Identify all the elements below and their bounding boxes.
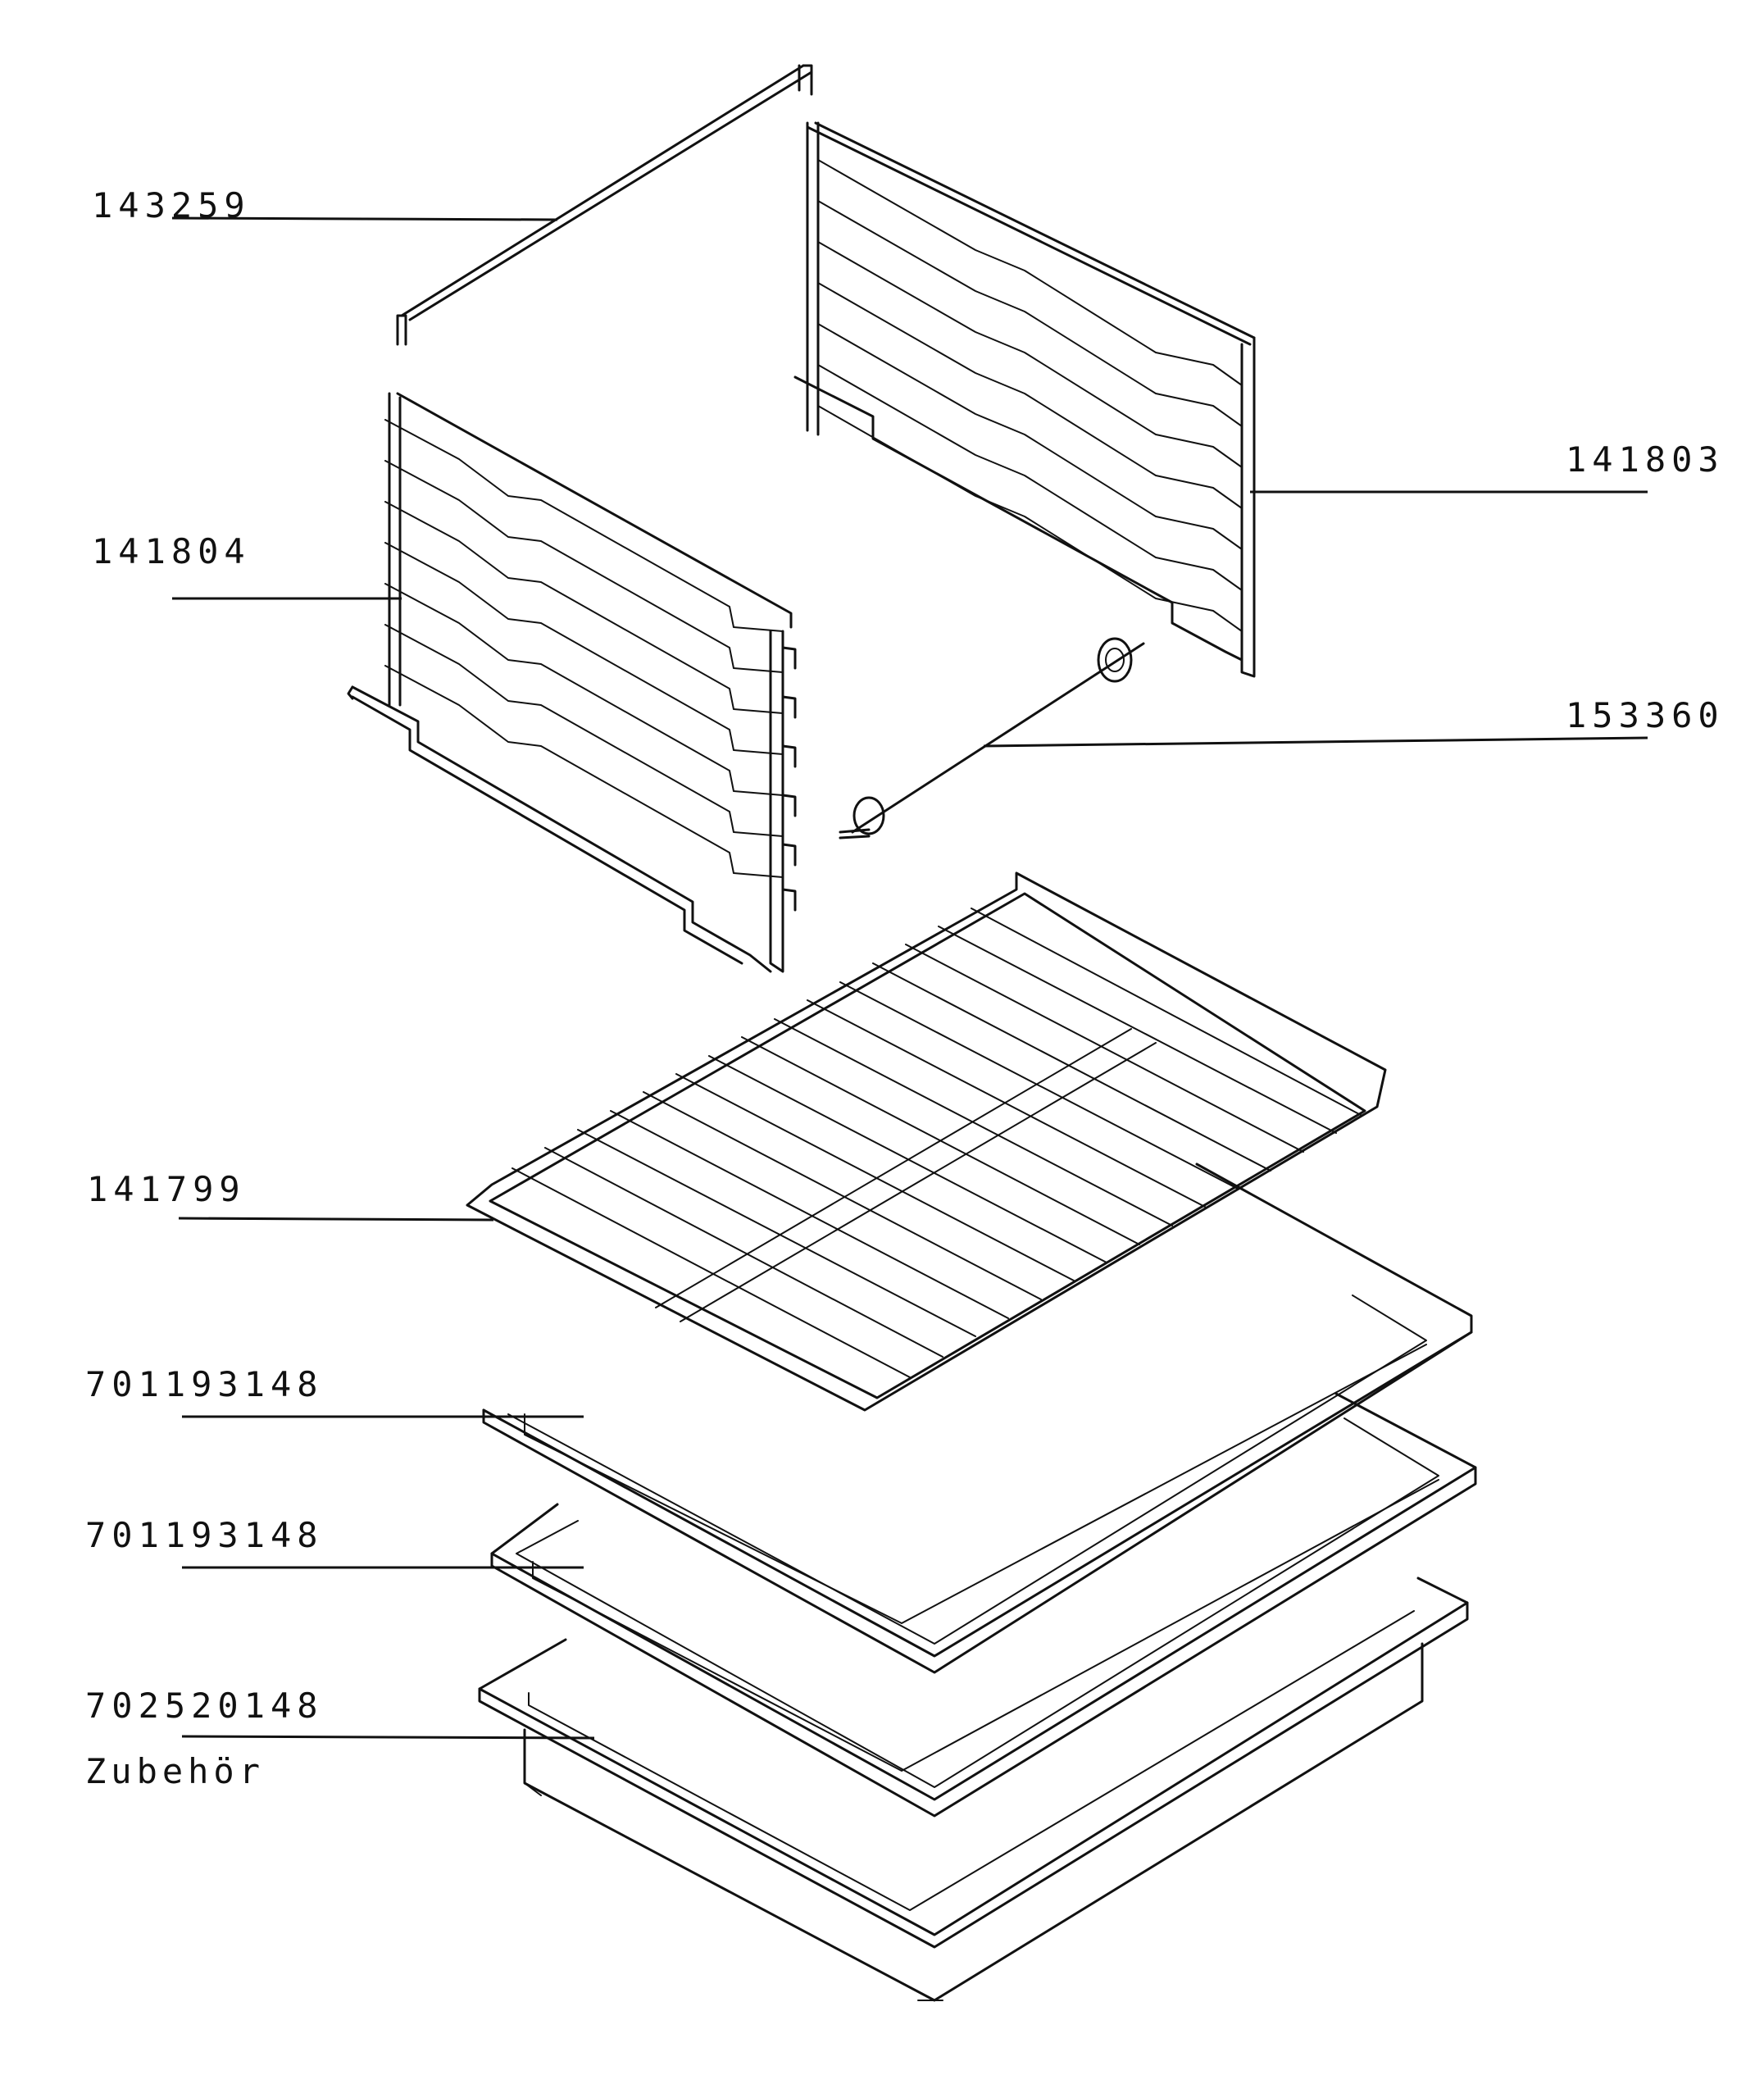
part-label-701193148-tray-2: 701193148 — [85, 1515, 324, 1555]
wire-brace-drawing — [396, 64, 813, 346]
oven-rack-drawing — [466, 871, 1387, 1412]
leader-141799 — [178, 1217, 494, 1222]
deep-pan-drawing — [478, 1577, 1469, 2002]
leader-lines — [171, 216, 1648, 1740]
part-label-141803: 141803 — [1566, 439, 1725, 480]
part-label-141804: 141804 — [92, 531, 251, 571]
rod-assembly-drawing — [839, 637, 1145, 839]
right-shelf-support-drawing — [793, 121, 1256, 678]
part-label-143259: 143259 — [92, 185, 251, 225]
part-label-701193148-tray-1: 701193148 — [85, 1364, 324, 1404]
left-shelf-support-drawing — [347, 392, 797, 973]
part-label-141799: 141799 — [87, 1169, 246, 1209]
leader-143259 — [171, 216, 558, 221]
tray-1-drawing — [482, 1163, 1473, 1674]
leader-702520148 — [181, 1735, 595, 1740]
part-label-153360: 153360 — [1566, 695, 1725, 735]
tray-2-drawing — [490, 1392, 1477, 1818]
accessories-label: Zubehör — [85, 1751, 266, 1791]
leader-153360 — [983, 736, 1648, 748]
part-label-702520148: 702520148 — [85, 1686, 324, 1726]
